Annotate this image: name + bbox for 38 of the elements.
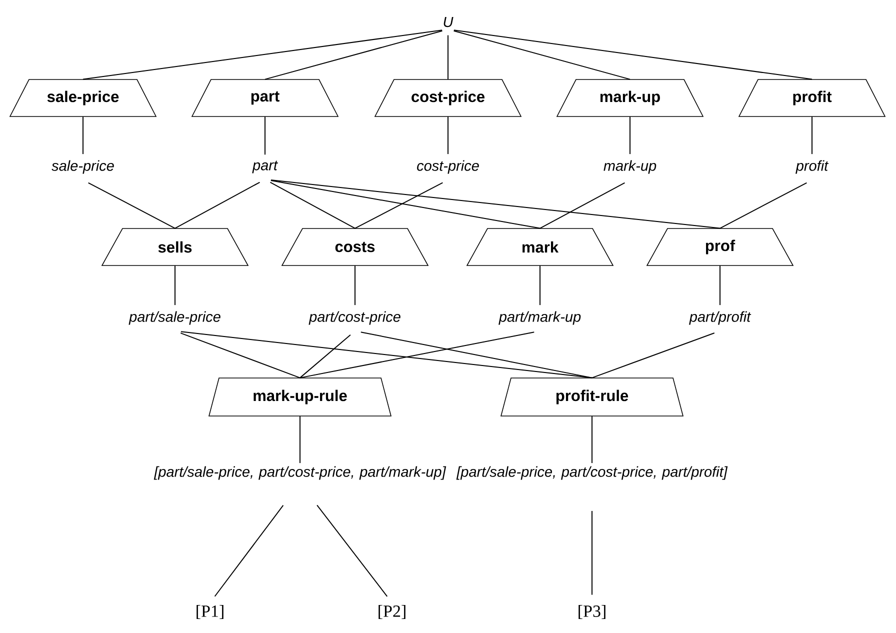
type-label: cost-price [417,160,479,174]
connector-line [174,182,260,229]
type-list-label: [part/sale-price, part/cost-price, part/profit] [456,466,728,480]
connector-line [453,30,812,80]
connector-line [300,332,535,378]
type-label: sale-price [52,160,114,174]
connector-line [592,332,715,378]
connector-line [88,182,176,229]
type-label: part/mark-up [498,311,581,325]
type-label: profit [796,160,829,174]
connector-line [264,30,443,80]
connector-line [264,116,266,156]
connector-line [360,332,592,378]
connector-line [300,334,351,378]
reference-label: [P2] [378,604,406,620]
connector-line [720,182,808,229]
connector-line [540,182,626,229]
connector-line [354,265,356,306]
connector-line [453,30,630,80]
connector-line [82,116,84,155]
connector-line [270,180,540,229]
connector-line [316,504,388,597]
reference-label: [P3] [578,604,606,620]
connector-line [354,182,444,229]
connector-line [174,265,176,306]
reference-label: [P1] [196,604,224,620]
type-label: part [252,160,278,174]
connector-line [270,180,720,229]
type-label: mark-up [604,160,656,174]
type-label: part/profit [689,311,752,325]
connector-line [180,332,300,378]
type-label: part/sale-price [128,311,220,325]
connector-line [214,504,284,597]
connector-line [270,182,356,229]
type-list-label: [part/sale-price, part/cost-price, part/mark-up] [154,466,446,480]
type-label: part/cost-price [308,311,400,325]
connector-line [82,30,443,80]
universe-label: U [444,16,454,28]
